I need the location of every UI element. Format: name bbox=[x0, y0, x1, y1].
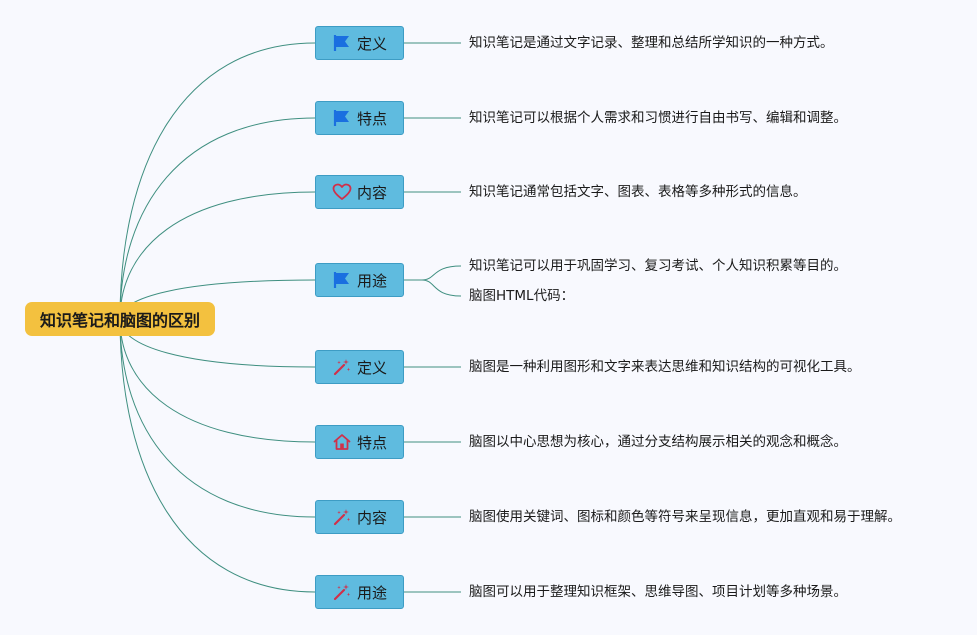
branch-label: 特点 bbox=[356, 433, 387, 452]
branch-node[interactable]: 内容 bbox=[315, 175, 404, 209]
root-to-branch-line bbox=[119, 318, 316, 443]
branch-label: 定义 bbox=[356, 358, 387, 377]
branch-node[interactable]: 用途 bbox=[315, 575, 404, 609]
root-to-branch-line bbox=[119, 117, 316, 320]
branch-label: 定义 bbox=[356, 34, 387, 53]
branch-node[interactable]: 定义 bbox=[315, 350, 404, 384]
branch-node[interactable]: 特点 bbox=[315, 101, 404, 135]
branch-label: 用途 bbox=[356, 583, 387, 602]
root-to-branch-line bbox=[119, 318, 316, 518]
leaf-text[interactable]: 知识笔记可以用于巩固学习、复习考试、个人知识积累等目的。 bbox=[469, 258, 847, 274]
home-icon bbox=[332, 432, 352, 452]
branch-to-leaf-line bbox=[404, 265, 462, 281]
branch-label: 内容 bbox=[356, 508, 387, 527]
flag-icon bbox=[332, 33, 352, 53]
root-to-branch-line bbox=[119, 42, 316, 320]
root-to-branch-line bbox=[119, 318, 316, 593]
branch-node[interactable]: 特点 bbox=[315, 425, 404, 459]
branch-node[interactable]: 内容 bbox=[315, 500, 404, 534]
branch-node[interactable]: 定义 bbox=[315, 26, 404, 60]
root-topic[interactable]: 知识笔记和脑图的区别 bbox=[25, 302, 215, 336]
magic-wand-icon bbox=[332, 507, 352, 527]
leaf-text[interactable]: 知识笔记可以根据个人需求和习惯进行自由书写、编辑和调整。 bbox=[469, 110, 847, 126]
magic-wand-icon bbox=[332, 357, 352, 377]
flag-icon bbox=[332, 270, 352, 290]
leaf-text[interactable]: 脑图是一种利用图形和文字来表达思维和知识结构的可视化工具。 bbox=[469, 359, 861, 375]
leaf-text[interactable]: 脑图以中心思想为核心，通过分支结构展示相关的观念和概念。 bbox=[469, 434, 847, 450]
heart-icon bbox=[332, 182, 352, 202]
branch-label: 内容 bbox=[356, 183, 387, 202]
leaf-text[interactable]: 脑图HTML代码： bbox=[469, 288, 575, 304]
magic-wand-icon bbox=[332, 582, 352, 602]
leaf-text[interactable]: 知识笔记通常包括文字、图表、表格等多种形式的信息。 bbox=[469, 184, 807, 200]
leaf-text[interactable]: 脑图可以用于整理知识框架、思维导图、项目计划等多种场景。 bbox=[469, 584, 847, 600]
branch-to-leaf-line bbox=[404, 279, 462, 297]
branch-label: 用途 bbox=[356, 271, 387, 290]
branch-node[interactable]: 用途 bbox=[315, 263, 404, 297]
flag-icon bbox=[332, 108, 352, 128]
branch-label: 特点 bbox=[356, 109, 387, 128]
leaf-text[interactable]: 脑图使用关键词、图标和颜色等符号来呈现信息，更加直观和易于理解。 bbox=[469, 509, 901, 525]
root-to-branch-line bbox=[119, 191, 316, 320]
leaf-text[interactable]: 知识笔记是通过文字记录、整理和总结所学知识的一种方式。 bbox=[469, 35, 834, 51]
